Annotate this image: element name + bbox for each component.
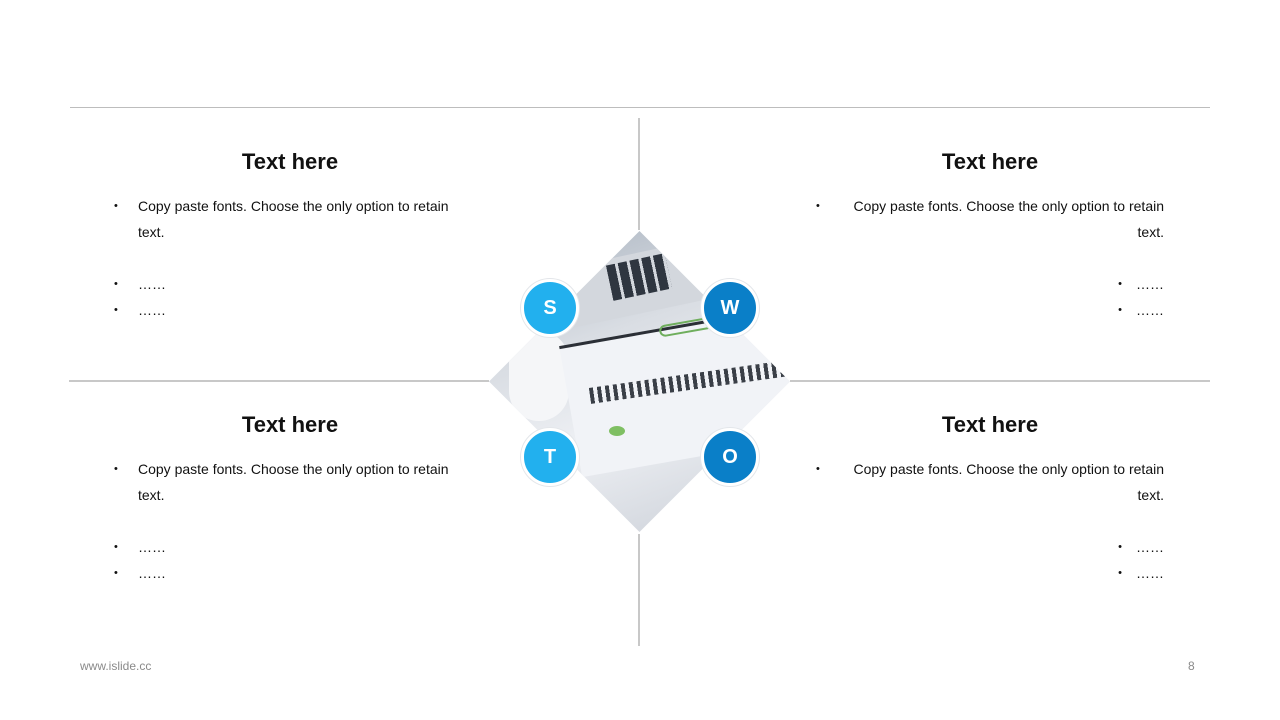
center-photo-diamond bbox=[489, 231, 790, 532]
cup-image-shape bbox=[509, 331, 569, 421]
top-divider bbox=[70, 107, 1210, 108]
quadrant-threats: Text here Copy paste fonts. Choose the o… bbox=[110, 412, 470, 586]
bullet-list: Copy paste fonts. Choose the only option… bbox=[810, 193, 1170, 323]
bullet-item: Copy paste fonts. Choose the only option… bbox=[810, 456, 1170, 508]
page-number: 8 bbox=[1188, 659, 1195, 673]
quadrant-title: Text here bbox=[941, 149, 1039, 174]
badge-s: S bbox=[521, 279, 579, 337]
bullet-item: Copy paste fonts. Choose the only option… bbox=[810, 193, 1170, 245]
bullet-item: …… bbox=[810, 271, 1170, 297]
quadrant-strengths: Text here Copy paste fonts. Choose the o… bbox=[110, 149, 470, 323]
quadrant-opportunities: Text here Copy paste fonts. Choose the o… bbox=[810, 412, 1170, 586]
quadrant-title: Text here bbox=[941, 412, 1039, 437]
bullet-list: Copy paste fonts. Choose the only option… bbox=[810, 456, 1170, 586]
bullet-item: …… bbox=[110, 534, 470, 560]
bullet-list: Copy paste fonts. Choose the only option… bbox=[110, 193, 470, 323]
bullet-item: …… bbox=[110, 560, 470, 586]
bullet-item: …… bbox=[810, 560, 1170, 586]
badge-t: T bbox=[521, 428, 579, 486]
bullet-item: Copy paste fonts. Choose the only option… bbox=[110, 456, 470, 508]
bullet-list: Copy paste fonts. Choose the only option… bbox=[110, 456, 470, 586]
vertical-divider-upper bbox=[638, 118, 640, 230]
bullet-item: …… bbox=[110, 271, 470, 297]
middle-divider-right bbox=[790, 380, 1210, 382]
quadrant-weaknesses: Text here Copy paste fonts. Choose the o… bbox=[810, 149, 1170, 323]
quadrant-title: Text here bbox=[241, 412, 339, 437]
bullet-item: …… bbox=[810, 534, 1170, 560]
quadrant-title: Text here bbox=[241, 149, 339, 174]
vertical-divider-lower bbox=[638, 534, 640, 646]
bullet-item: …… bbox=[110, 297, 470, 323]
middle-divider-left bbox=[69, 380, 489, 382]
badge-w: W bbox=[701, 279, 759, 337]
footer-website: www.islide.cc bbox=[80, 659, 152, 673]
plant-image-shape bbox=[609, 426, 625, 436]
badge-o: O bbox=[701, 428, 759, 486]
bullet-item: …… bbox=[810, 297, 1170, 323]
bullet-item: Copy paste fonts. Choose the only option… bbox=[110, 193, 470, 245]
